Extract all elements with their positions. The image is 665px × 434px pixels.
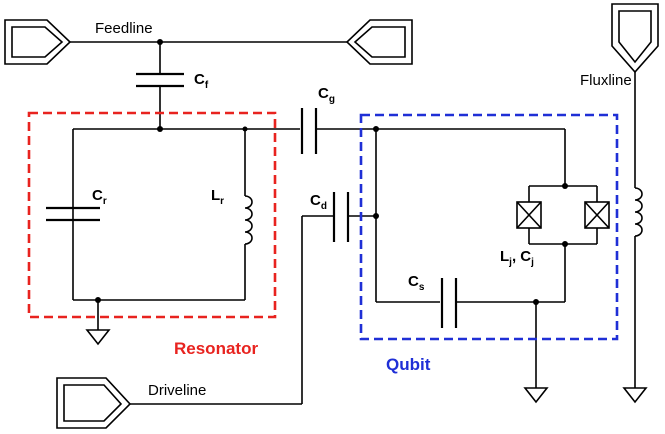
feedline-right-port bbox=[345, 19, 413, 65]
feedline-label: Feedline bbox=[95, 20, 153, 37]
driveline-label: Driveline bbox=[148, 382, 206, 399]
lr-inductor bbox=[244, 195, 253, 245]
josephson-junction-right bbox=[584, 201, 610, 229]
cf-label: Cf bbox=[194, 71, 209, 91]
fluxline bbox=[611, 3, 659, 404]
fluxline-ground-icon bbox=[622, 387, 648, 404]
driveline bbox=[56, 192, 379, 429]
resonator-circuit bbox=[46, 126, 300, 346]
cr-label: Cr bbox=[92, 187, 107, 207]
lj-cj-label: Lj, Cj bbox=[500, 248, 534, 268]
resonator-ground-icon bbox=[85, 329, 111, 346]
lr-label: Lr bbox=[211, 187, 224, 207]
cs-label: Cs bbox=[408, 273, 425, 293]
josephson-junction-left bbox=[516, 201, 542, 229]
feedline bbox=[4, 19, 413, 65]
qubit-label: Qubit bbox=[386, 355, 431, 374]
qubit-box bbox=[359, 113, 619, 341]
fluxline-label: Fluxline bbox=[580, 72, 632, 89]
cg-label: Cg bbox=[318, 85, 335, 105]
cf-capacitor bbox=[136, 42, 184, 129]
fluxline-port bbox=[611, 3, 659, 74]
driveline-port bbox=[56, 377, 132, 429]
fluxline-inductor bbox=[634, 187, 643, 237]
qubit-ground-icon bbox=[523, 387, 549, 404]
resonator-box bbox=[27, 111, 277, 319]
feedline-left-port bbox=[4, 19, 72, 65]
resonator-label: Resonator bbox=[174, 339, 258, 358]
cd-label: Cd bbox=[310, 192, 327, 212]
cg-capacitor bbox=[300, 108, 565, 154]
